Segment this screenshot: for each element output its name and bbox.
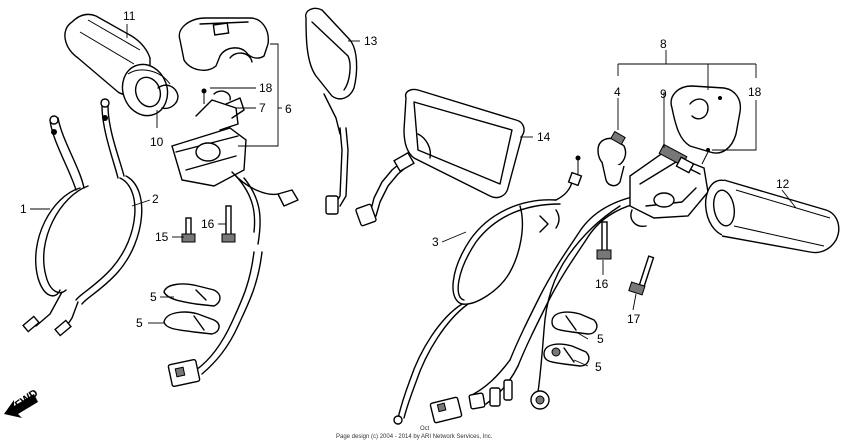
callout-5-left-upper: 5 — [150, 290, 157, 304]
callout-5-right-lower: 5 — [595, 360, 602, 374]
switch-housing-lower-left — [171, 88, 247, 187]
handlebar-grip — [704, 179, 840, 254]
switch-housing-upper-left — [178, 17, 269, 71]
callout-10: 10 — [150, 135, 164, 149]
footer-copyright: Page design (c) 2004 - 2014 by ARI Netwo… — [336, 434, 493, 440]
callout-9: 9 — [660, 87, 667, 101]
callout-15: 15 — [155, 230, 169, 244]
clamp-right-upper — [551, 311, 598, 335]
mirror-left — [305, 7, 358, 215]
screw-15 — [181, 217, 196, 243]
cable-fitting — [567, 155, 583, 187]
callout-5-left-lower: 5 — [136, 316, 143, 330]
callout-14: 14 — [537, 130, 551, 144]
throttle-grip — [64, 13, 179, 117]
clamp-left-lower — [163, 311, 220, 335]
fwd-arrow-icon — [4, 394, 38, 418]
callout-11: 11 — [123, 9, 136, 23]
callout-12: 12 — [776, 177, 790, 191]
switch-4 — [597, 130, 627, 187]
callout-8: 8 — [660, 37, 667, 51]
screw-16-right — [596, 221, 612, 260]
screw-17 — [628, 255, 655, 296]
callout-1: 1 — [20, 202, 27, 216]
callout-7: 7 — [259, 101, 266, 115]
callout-13: 13 — [364, 34, 378, 48]
throttle-cable — [22, 115, 89, 333]
callout-2: 2 — [152, 192, 159, 206]
footer-ref: Oct — [420, 426, 430, 432]
callout-16-right: 16 — [595, 277, 609, 291]
callout-18-left: 18 — [259, 81, 273, 95]
callout-18-right: 18 — [748, 85, 762, 99]
callout-17: 17 — [627, 312, 641, 326]
callout-6: 6 — [285, 102, 292, 116]
mirror-right — [355, 88, 525, 227]
switch-housing-upper-right — [670, 85, 742, 165]
callout-5-right-upper: 5 — [597, 332, 604, 346]
clamp-left-upper — [163, 283, 221, 307]
switch-housing-lower-right — [629, 143, 709, 227]
clamp-right-lower — [543, 343, 590, 367]
left-switch-harness — [167, 171, 299, 387]
callout-3: 3 — [432, 235, 439, 249]
leader-lines — [30, 24, 797, 367]
right-harness — [393, 181, 643, 425]
throttle-cable-b — [54, 98, 143, 337]
callout-4: 4 — [614, 85, 621, 99]
screw-16-left — [221, 205, 236, 243]
callout-16-left: 16 — [201, 217, 215, 231]
